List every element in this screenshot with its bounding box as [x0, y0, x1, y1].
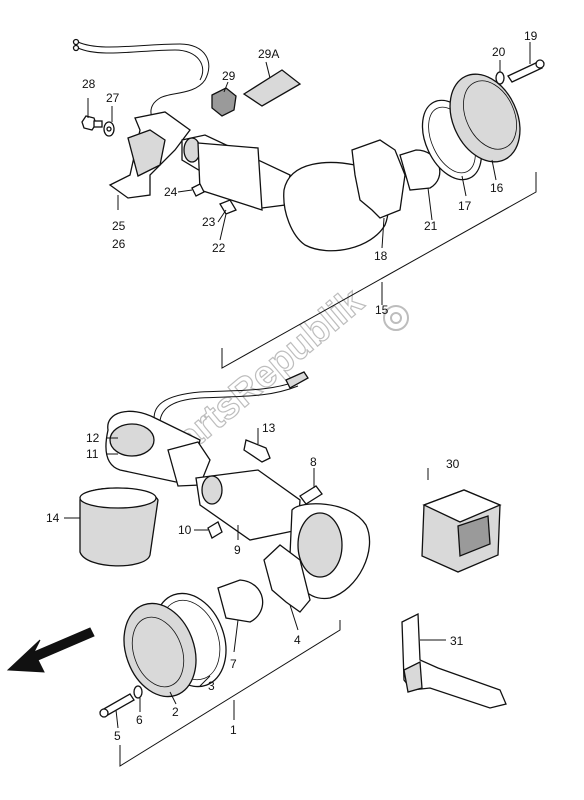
label-17: 17 — [458, 199, 472, 213]
clamp-29 — [211, 87, 237, 117]
bulb-7 — [217, 579, 264, 623]
bracket-31 — [401, 612, 507, 709]
screw-22 — [219, 199, 237, 215]
label-18: 18 — [374, 249, 388, 263]
washer-20 — [495, 71, 505, 85]
lens-16 — [449, 73, 521, 163]
direction-arrow-icon — [6, 627, 95, 673]
wire-terminal — [72, 38, 80, 46]
screw-24 — [191, 183, 205, 197]
label-20: 20 — [492, 45, 506, 59]
bracket-shade — [127, 129, 166, 177]
socket-plate-18 — [351, 139, 406, 219]
label-29a: 29A — [258, 47, 279, 61]
bolt-8 — [299, 485, 323, 505]
clamp-11 — [167, 441, 211, 487]
label-9: 9 — [234, 543, 241, 557]
leader-lines-upper — [87, 42, 537, 369]
watermark-gear-icon — [383, 305, 409, 331]
label-24: 24 — [164, 185, 178, 199]
label-13: 13 — [262, 421, 276, 435]
label-11: 11 — [86, 447, 99, 461]
label-7: 7 — [230, 657, 237, 671]
wire-harness-lower — [153, 379, 301, 426]
screw-10 — [207, 521, 223, 539]
socket-plate-4 — [263, 544, 311, 613]
label-16: 16 — [490, 181, 504, 195]
label-29: 29 — [222, 69, 236, 83]
label-27: 27 — [106, 91, 120, 105]
label-10: 10 — [178, 523, 192, 537]
upper-assembly — [72, 38, 545, 252]
wire-terminal — [72, 44, 80, 52]
wire-harness-upper — [77, 41, 210, 119]
leader-lines-lower — [64, 428, 446, 767]
label-2: 2 — [172, 705, 179, 719]
wire-harness-upper-2 — [77, 47, 204, 81]
label-6: 6 — [136, 713, 143, 727]
bolt-28-shank — [93, 120, 103, 128]
label-19: 19 — [524, 29, 538, 43]
label-4: 4 — [294, 633, 301, 647]
label-28: 28 — [82, 77, 96, 91]
label-23: 23 — [202, 215, 216, 229]
label-15: 15 — [375, 303, 389, 317]
label-5: 5 — [114, 729, 121, 743]
wire-harness-lower-2 — [159, 385, 299, 429]
pad-29a — [242, 69, 302, 107]
relay-connector — [457, 515, 491, 557]
label-12: 12 — [86, 431, 100, 445]
wire-connector — [285, 371, 309, 389]
label-30: 30 — [446, 457, 460, 471]
label-31: 31 — [450, 634, 464, 648]
label-3: 3 — [208, 679, 215, 693]
label-26: 26 — [112, 237, 126, 251]
stem-end — [183, 137, 201, 163]
label-22: 22 — [212, 241, 226, 255]
label-25: 25 — [112, 219, 126, 233]
bolt-13 — [243, 439, 271, 463]
stem-body — [197, 142, 263, 211]
washer-6 — [133, 685, 143, 699]
label-8: 8 — [310, 455, 317, 469]
lower-assembly — [6, 371, 507, 718]
part-labels: 28 27 29 29A 20 19 24 25 26 23 22 21 17 … — [46, 29, 538, 743]
label-21: 21 — [424, 219, 438, 233]
label-14: 14 — [46, 511, 60, 525]
label-1: 1 — [230, 723, 237, 737]
